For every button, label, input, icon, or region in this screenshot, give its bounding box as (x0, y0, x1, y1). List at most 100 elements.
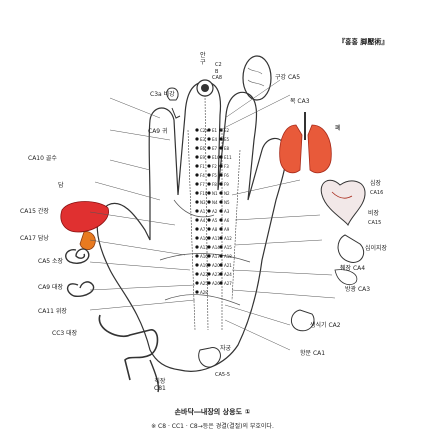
reflex-point-code: A19 (200, 263, 208, 268)
anus-label: 항문 CA1 (300, 350, 326, 357)
reflex-point (195, 137, 199, 141)
reflex-point-code: E4 (212, 137, 218, 142)
pancreas-organ (334, 269, 358, 286)
reflex-point (219, 272, 223, 276)
reflex-point-code: A4 (200, 218, 206, 223)
reflex-point (195, 173, 199, 177)
duodenum-label: 십이지장 (365, 245, 388, 252)
heart-detail (331, 191, 353, 199)
reflex-point-code: F2 (212, 164, 217, 169)
reflex-point (219, 182, 223, 186)
reflex-point-code: F6 (224, 173, 229, 178)
reflex-point-code: F8 (212, 182, 217, 187)
reflex-point-code: E11 (224, 155, 232, 160)
throat-label: 목 CA3 (290, 98, 310, 105)
reflex-point (195, 200, 199, 204)
reflex-point (207, 227, 211, 231)
reflex-point-code: A16 (200, 254, 208, 259)
reflex-point-code: A23 (212, 272, 220, 277)
reflex-point-code: N2 (224, 191, 230, 196)
kidney-label: CA17 담낭 (20, 235, 49, 242)
uterus-code-label: CA5-5 (215, 372, 231, 378)
reflex-point-code: A28 (200, 290, 208, 295)
ear-organ (166, 87, 179, 101)
liver-organ (60, 201, 109, 233)
reflex-point-code: A7 (200, 227, 206, 232)
large-intestine-label: CA9 대장 (38, 284, 64, 291)
rectum-organ (149, 359, 160, 393)
reflex-point-code: N4 (212, 200, 218, 205)
reflex-point (219, 137, 223, 141)
reflex-point-code: A3 (224, 209, 230, 214)
genital-label: 생식기 CA2 (310, 322, 341, 329)
uterus-organ (198, 347, 221, 368)
reflex-point (219, 227, 223, 231)
large-intestine-organ (67, 281, 95, 298)
kidney-organ (79, 231, 96, 250)
eye-label: 안 구 (200, 52, 206, 66)
reflex-point-code: E3 (200, 137, 206, 142)
leader-lines (89, 79, 336, 351)
reflex-point (207, 173, 211, 177)
reflex-point-code: A8 (212, 227, 218, 232)
reflex-point (195, 209, 199, 213)
gallbladder-label: 담 (58, 182, 64, 189)
reflex-point-code: A10 (200, 236, 208, 241)
reflex-point (195, 254, 199, 258)
small-intestine-organ (65, 248, 90, 264)
reflex-point-code: A15 (224, 245, 232, 250)
reflex-point (219, 236, 223, 240)
reflex-point (219, 191, 223, 195)
reflex-point-code: N3 (200, 200, 206, 205)
bladder-organ (291, 309, 315, 332)
palm-crease-2 (159, 253, 251, 263)
reflex-point (195, 272, 199, 276)
reflex-point (219, 254, 223, 258)
reflex-point-code: N1 (212, 191, 218, 196)
reflex-point (219, 155, 223, 159)
reflex-point-code: E5 (224, 137, 230, 142)
stomach-organ (337, 234, 365, 263)
reflex-point (195, 146, 199, 150)
reflex-point (195, 281, 199, 285)
reflex-point (219, 281, 223, 285)
brain-label: CA10 골수 (28, 155, 57, 162)
reflex-point-code: A18 (224, 254, 232, 259)
reflex-point (207, 281, 211, 285)
reflex-point (195, 227, 199, 231)
reflex-point-code: A22 (200, 272, 208, 277)
reflex-point (207, 128, 211, 132)
reflex-point (195, 245, 199, 249)
reflex-point-code: A20 (212, 263, 220, 268)
spleen-label: 비장 (368, 210, 380, 217)
reflex-point-code: F9 (224, 182, 229, 187)
hand-outline (96, 81, 287, 372)
reflex-point-code: E7 (212, 146, 218, 151)
colon-label: CC3 대장 (52, 330, 78, 337)
eye-code-label: C2 B (215, 62, 222, 75)
reflex-point (207, 218, 211, 222)
caption-title: 손바닥―내장의 상응도 ① (174, 408, 251, 416)
credit-text: 『홍홍 脚壓術』 (338, 38, 389, 46)
reflex-point (207, 146, 211, 150)
reflex-point (207, 155, 211, 159)
reflex-point-code: A2 (212, 209, 218, 214)
reflex-point (219, 209, 223, 213)
reflex-point-code: E10 (212, 155, 220, 160)
reflex-point-code: A17 (212, 254, 220, 259)
reflex-point-code: A11 (212, 236, 220, 241)
nose-organ (171, 107, 181, 119)
reflex-point-code: A24 (224, 272, 232, 277)
reflex-point-code: A5 (212, 218, 218, 223)
reflex-point (207, 164, 211, 168)
reflex-point (207, 209, 211, 213)
reflex-point (207, 182, 211, 186)
ear-label: CA9 귀 (148, 128, 168, 135)
brain-folds (247, 67, 265, 87)
eye-pupil (201, 84, 209, 92)
reflex-point-code: A13 (200, 245, 208, 250)
reflex-point (219, 245, 223, 249)
meridian-4 (231, 149, 241, 301)
